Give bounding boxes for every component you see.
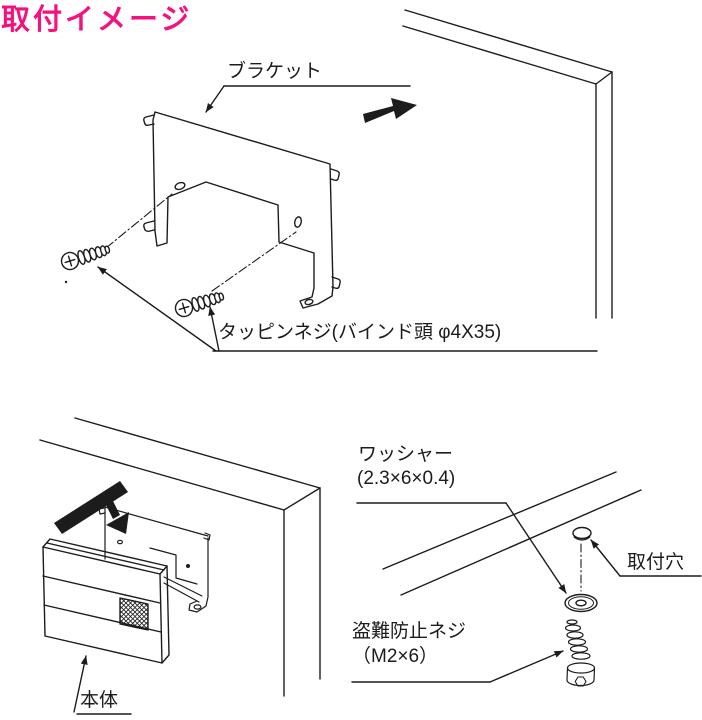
mounting-hole-leader-line (590, 539, 702, 577)
bracket-tab (330, 168, 340, 182)
washer-size-label: (2.3×6×0.4) (357, 468, 456, 489)
bracket-hole (293, 216, 303, 228)
hex-socket (574, 676, 587, 687)
mounting-hole-label: 取付穴 (627, 552, 685, 573)
page-title: 取付イメージ (1, 4, 193, 36)
washer-drawing (564, 593, 598, 613)
anti-theft-screw-leader-line (351, 650, 564, 683)
tapping-screw-leader-lines (97, 266, 598, 352)
speaker-grille (119, 597, 149, 631)
anti-theft-screw-label: 盗難防止ネジ (352, 621, 467, 642)
main-unit-leader-line (73, 655, 132, 715)
main-unit-label: 本体 (80, 690, 119, 711)
shelf-edge-lines (382, 471, 642, 596)
mounting-hole-drawing (572, 526, 592, 592)
anti-theft-screw-drawing (564, 619, 596, 687)
tapping-screw-label: タッピンネジ(バインド頭 φ4X35) (218, 322, 502, 343)
washer-leader-line (356, 502, 567, 594)
tapping-screw-1 (58, 240, 113, 284)
bracket-on-wall-drawing (98, 506, 211, 613)
anti-theft-screw-size-label: （M2×6） (352, 646, 439, 667)
screw-alignment-centerlines (105, 193, 297, 292)
bracket-drawing (143, 111, 341, 309)
hook-and-slide-arrow-icon (54, 481, 129, 534)
unit-hook-arms (163, 576, 203, 603)
bracket-tab (331, 276, 341, 290)
push-direction-arrow-icon (363, 98, 417, 123)
bracket-leader-line (205, 85, 411, 113)
wall-corner-top (402, 9, 613, 319)
wall-corner-bottom (39, 417, 321, 697)
bracket-tab (143, 220, 155, 233)
bracket-label: ブラケット (227, 61, 323, 82)
main-unit-drawing (42, 538, 170, 664)
tapping-screw-2 (172, 287, 227, 320)
bracket-tab (143, 114, 155, 127)
bracket-hole (174, 181, 186, 191)
washer-label: ワッシャー (358, 444, 454, 465)
